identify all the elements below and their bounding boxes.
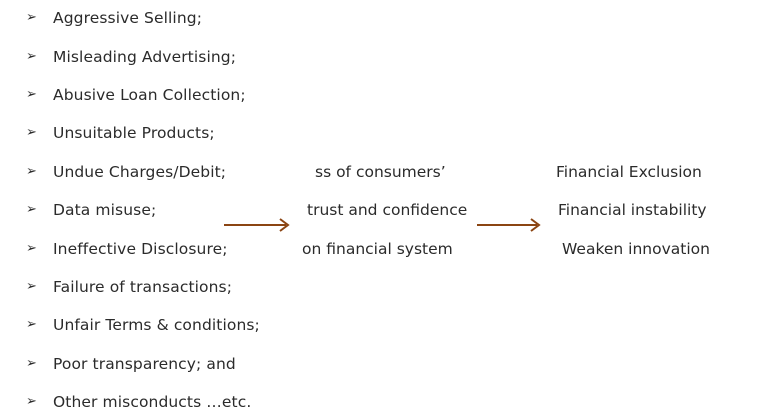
cause-item: ➢ Poor transparency; and [0, 352, 300, 376]
arrowhead-bullet-icon: ➢ [26, 87, 37, 102]
arrowhead-bullet-icon: ➢ [26, 317, 37, 332]
outcome-weaken-innovation: Weaken innovation [562, 240, 710, 258]
cause-label: Failure of transactions; [53, 278, 233, 296]
right-arrow-icon [224, 218, 290, 232]
cause-label: Ineffective Disclosure; [53, 240, 228, 258]
cause-item: ➢ Data misuse; [0, 198, 300, 222]
cause-item: ➢ Unsuitable Products; [0, 121, 300, 145]
cause-label: Other misconducts …etc. [53, 393, 252, 411]
right-arrow-icon [477, 218, 541, 232]
cause-item: ➢ Failure of transactions; [0, 275, 300, 299]
arrowhead-bullet-icon: ➢ [26, 164, 37, 179]
cause-label: Data misuse; [53, 201, 157, 219]
cause-item: ➢ Other misconducts …etc. [0, 390, 300, 414]
arrowhead-bullet-icon: ➢ [26, 202, 37, 217]
outcome-financial-instability: Financial instability [558, 201, 707, 219]
cause-item: ➢ Undue Charges/Debit; [0, 160, 300, 184]
arrowhead-bullet-icon: ➢ [26, 241, 37, 256]
consequence-line-1: ss of consumers’ [315, 163, 446, 181]
outcome-financial-exclusion: Financial Exclusion [556, 163, 702, 181]
arrowhead-bullet-icon: ➢ [26, 279, 37, 294]
cause-item: ➢ Aggressive Selling; [0, 6, 300, 30]
arrowhead-bullet-icon: ➢ [26, 356, 37, 371]
cause-item: ➢ Ineffective Disclosure; [0, 237, 300, 261]
consequence-line-2: trust and confidence [307, 201, 468, 219]
cause-label: Unfair Terms & conditions; [53, 316, 260, 334]
cause-item: ➢ Misleading Advertising; [0, 45, 300, 69]
cause-item: ➢ Abusive Loan Collection; [0, 83, 300, 107]
cause-label: Abusive Loan Collection; [53, 86, 246, 104]
cause-label: Unsuitable Products; [53, 124, 215, 142]
arrowhead-bullet-icon: ➢ [26, 49, 37, 64]
cause-label: Aggressive Selling; [53, 9, 203, 27]
arrowhead-bullet-icon: ➢ [26, 394, 37, 409]
cause-item: ➢ Unfair Terms & conditions; [0, 313, 300, 337]
cause-label: Poor transparency; and [53, 355, 236, 373]
consequence-line-3: on financial system [302, 240, 453, 258]
cause-label: Undue Charges/Debit; [53, 163, 227, 181]
cause-label: Misleading Advertising; [53, 48, 237, 66]
arrowhead-bullet-icon: ➢ [26, 125, 37, 140]
arrowhead-bullet-icon: ➢ [26, 10, 37, 25]
